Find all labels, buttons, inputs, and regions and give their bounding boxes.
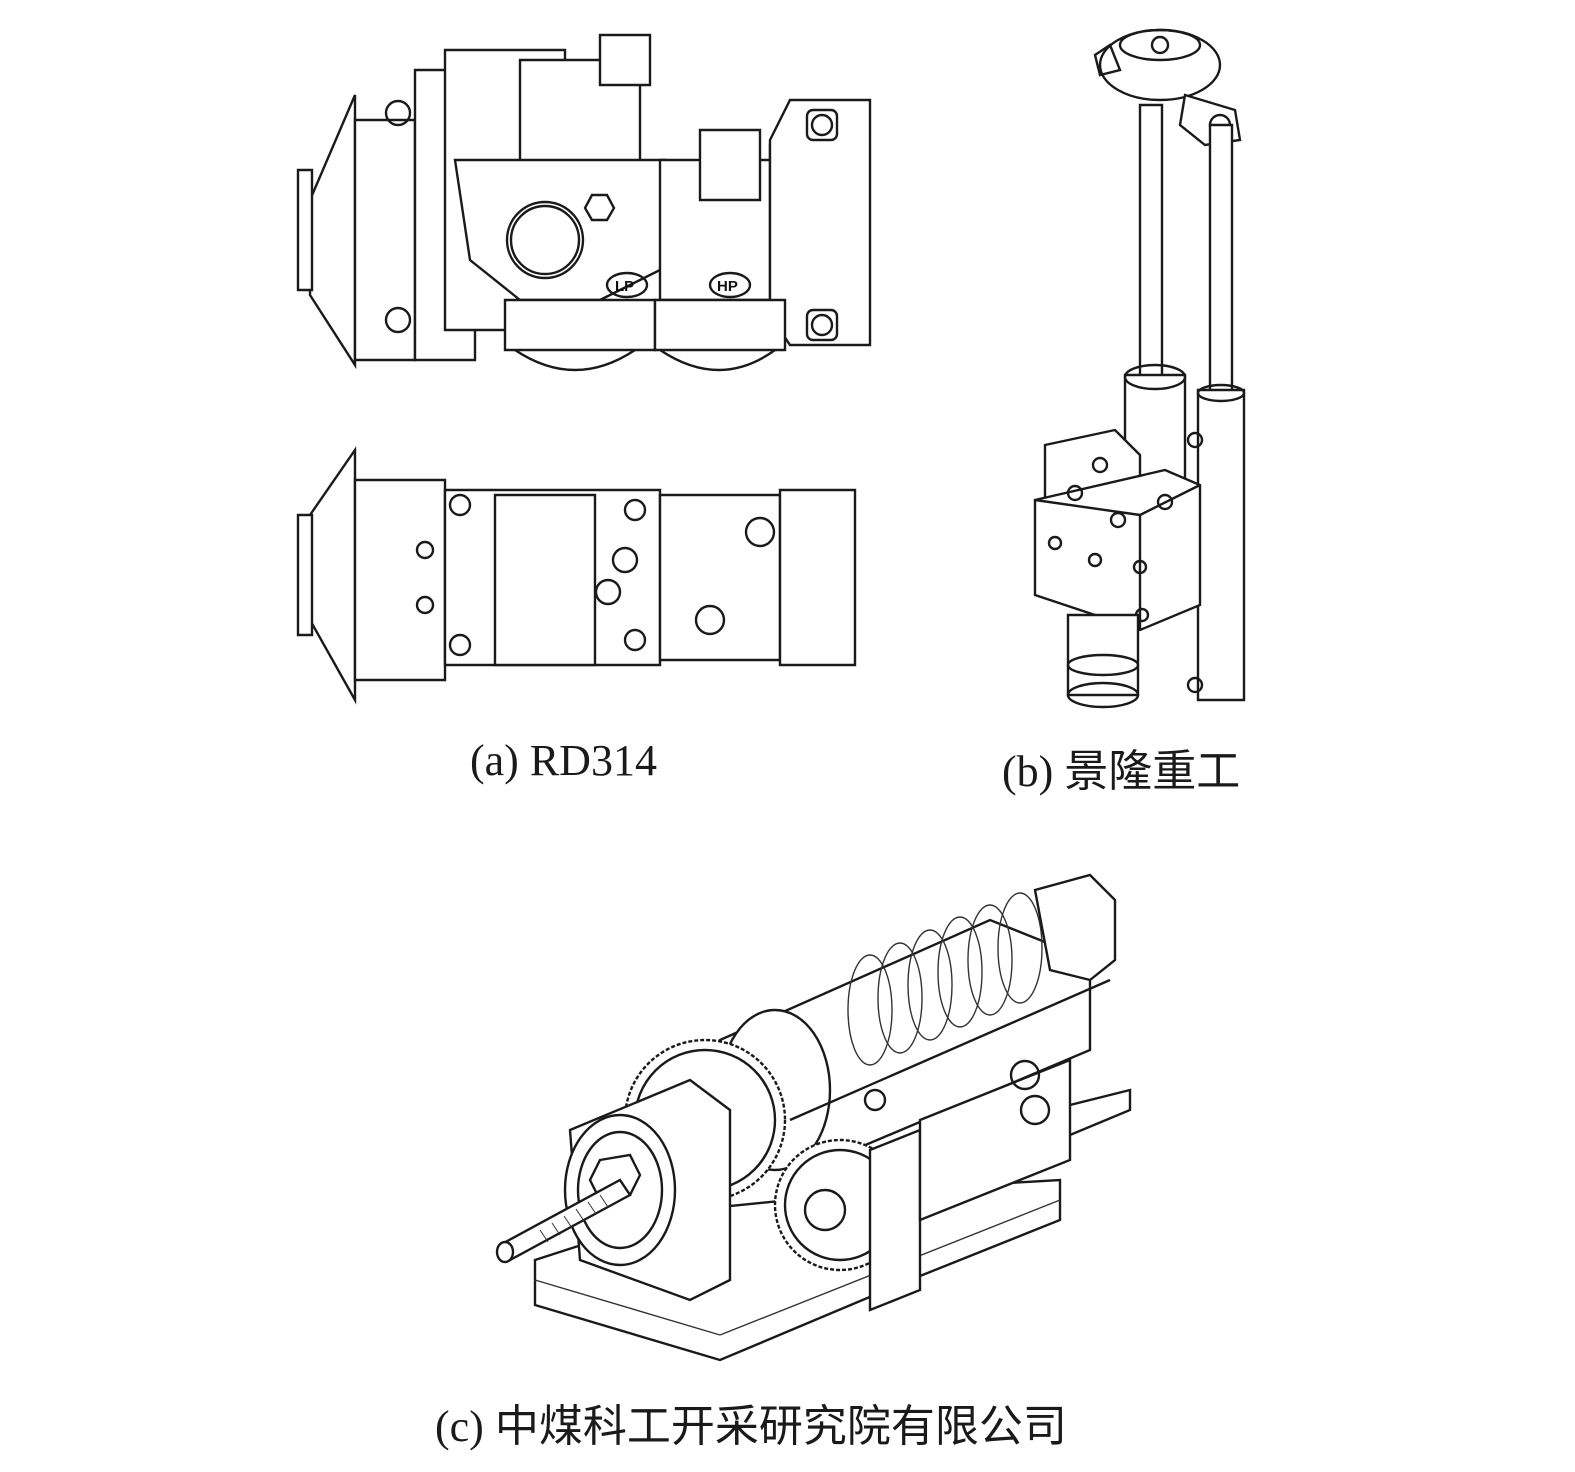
caption-b: (b) 景隆重工 [1002,747,1241,796]
panel-a-rd314-drawings: LP HP (a) RD314 [270,20,890,785]
jinglong-assembly-drawing [1000,15,1330,715]
panel-b-jinglong-drawing: (b) 景隆重工 [1000,15,1330,796]
hp-port-label: HP [717,278,738,295]
rd314-top-view-drawing: LP HP [270,20,890,710]
spring [848,893,1042,1065]
caption-c: (c) 中煤科工开采研究院有限公司 [435,1402,1067,1451]
lp-port-label: LP [615,278,634,295]
caption-a: (a) RD314 [470,736,657,785]
ccteg-test-rig-drawing [490,860,1150,1380]
panel-c-ccteg-drawing: (c) 中煤科工开采研究院有限公司 [435,860,1150,1451]
